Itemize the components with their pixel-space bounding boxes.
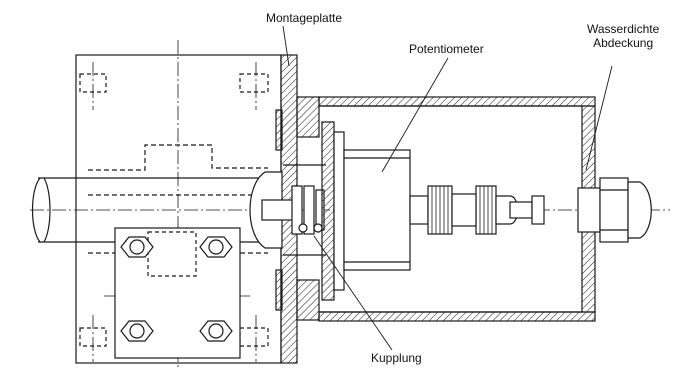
label-waterproof-cover-line1: Wasserdichte xyxy=(587,22,660,36)
label-potentiometer: Potentiometer xyxy=(409,42,484,56)
leader-lines xyxy=(282,25,613,351)
nut-top-left xyxy=(120,236,154,258)
leader-kupplung xyxy=(313,235,393,351)
leader-potentiometer xyxy=(381,57,449,173)
nut-bottom-right xyxy=(199,320,233,342)
nut-bottom-left xyxy=(120,320,154,342)
connector xyxy=(409,185,545,235)
coupling xyxy=(249,164,326,256)
nut-top-right xyxy=(199,236,233,258)
connector-knurl xyxy=(431,186,493,234)
label-mounting-plate: Montageplatte xyxy=(266,11,343,25)
potentiometer-body xyxy=(321,121,411,301)
leader-wasserdichte xyxy=(585,65,613,171)
label-waterproof-cover-line2: Abdeckung xyxy=(593,36,654,50)
label-waterproof-cover: Wasserdichte Abdeckung xyxy=(587,22,659,50)
leader-montageplatte xyxy=(282,25,290,67)
label-coupling: Kupplung xyxy=(371,351,422,365)
hex-nuts xyxy=(120,236,233,342)
cable-gland xyxy=(577,177,652,243)
